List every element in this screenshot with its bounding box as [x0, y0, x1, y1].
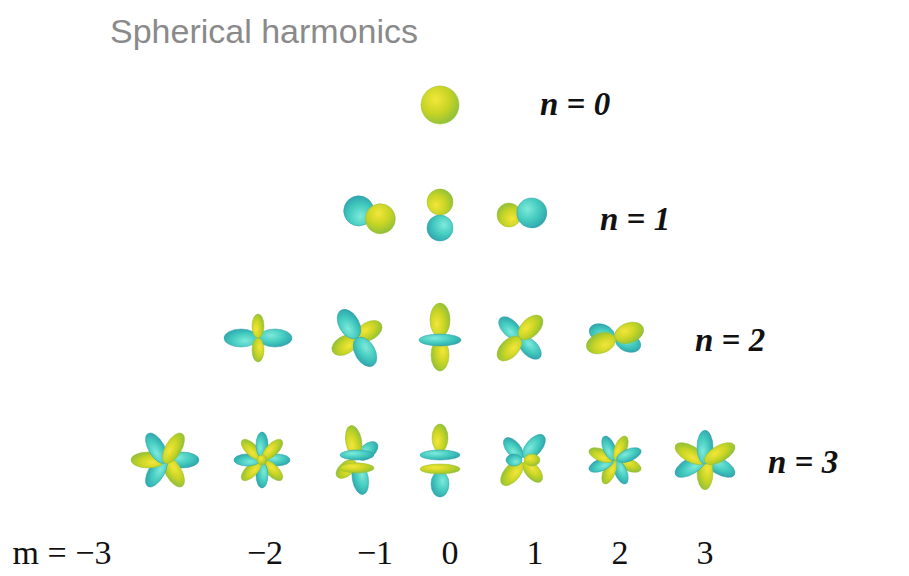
harmonic-shape [131, 429, 199, 490]
harmonic-shape [427, 189, 453, 241]
order-label: 0 [442, 536, 459, 570]
harmonic-lobe [420, 450, 460, 460]
degree-label: n = 3 [768, 446, 838, 479]
harmonic-lobe [252, 314, 264, 338]
harmonic-shape [419, 303, 461, 371]
harmonic-shape [339, 192, 399, 238]
harmonic-lobe [524, 454, 540, 466]
degree-label: n = 2 [695, 324, 765, 357]
harmonic-shape [587, 434, 643, 486]
harmonic-lobe [506, 454, 522, 466]
harmonic-shape [224, 314, 292, 362]
harmonic-lobe [701, 438, 738, 469]
order-label: m = −3 [13, 536, 112, 570]
harmonic-lobe [419, 334, 461, 346]
harmonic-lobe [420, 464, 460, 474]
harmonic-lobe [492, 332, 526, 366]
harmonic-shape [583, 318, 646, 357]
harmonic-shape [497, 196, 549, 231]
harmonic-lobe [583, 329, 618, 358]
order-label: −2 [247, 536, 283, 570]
harmonic-lobe [252, 338, 264, 362]
order-label: −1 [357, 536, 393, 570]
harmonic-shape [672, 430, 739, 490]
harmonic-shape [420, 424, 460, 497]
harmonic-lobe [348, 333, 381, 371]
harmonic-shape [421, 86, 459, 124]
harmonic-lobe [427, 189, 453, 215]
harmonic-lobe [158, 429, 189, 466]
harmonic-lobe [430, 303, 450, 337]
degree-label: n = 1 [600, 203, 670, 236]
harmonic-lobe [421, 86, 459, 124]
order-label: 2 [612, 536, 629, 570]
title: Spherical harmonics [110, 14, 418, 48]
harmonic-shape [234, 432, 290, 488]
harmonic-lobe [431, 471, 449, 497]
harmonic-lobe [361, 200, 399, 238]
harmonic-shape [333, 424, 382, 496]
harmonic-lobe [340, 463, 374, 473]
harmonic-lobe [257, 455, 267, 465]
order-label: 1 [527, 536, 544, 570]
harmonic-lobe [427, 215, 453, 241]
order-label: 3 [697, 536, 714, 570]
harmonic-lobe [340, 450, 374, 460]
harmonic-lobe [514, 196, 549, 231]
harmonic-shape [328, 305, 385, 370]
harmonic-lobe [432, 424, 448, 452]
harmonic-shape [496, 430, 549, 489]
degree-label: n = 0 [540, 88, 610, 121]
harmonic-lobe [615, 445, 644, 466]
harmonic-lobe [612, 318, 647, 347]
harmonic-shape [492, 310, 547, 365]
